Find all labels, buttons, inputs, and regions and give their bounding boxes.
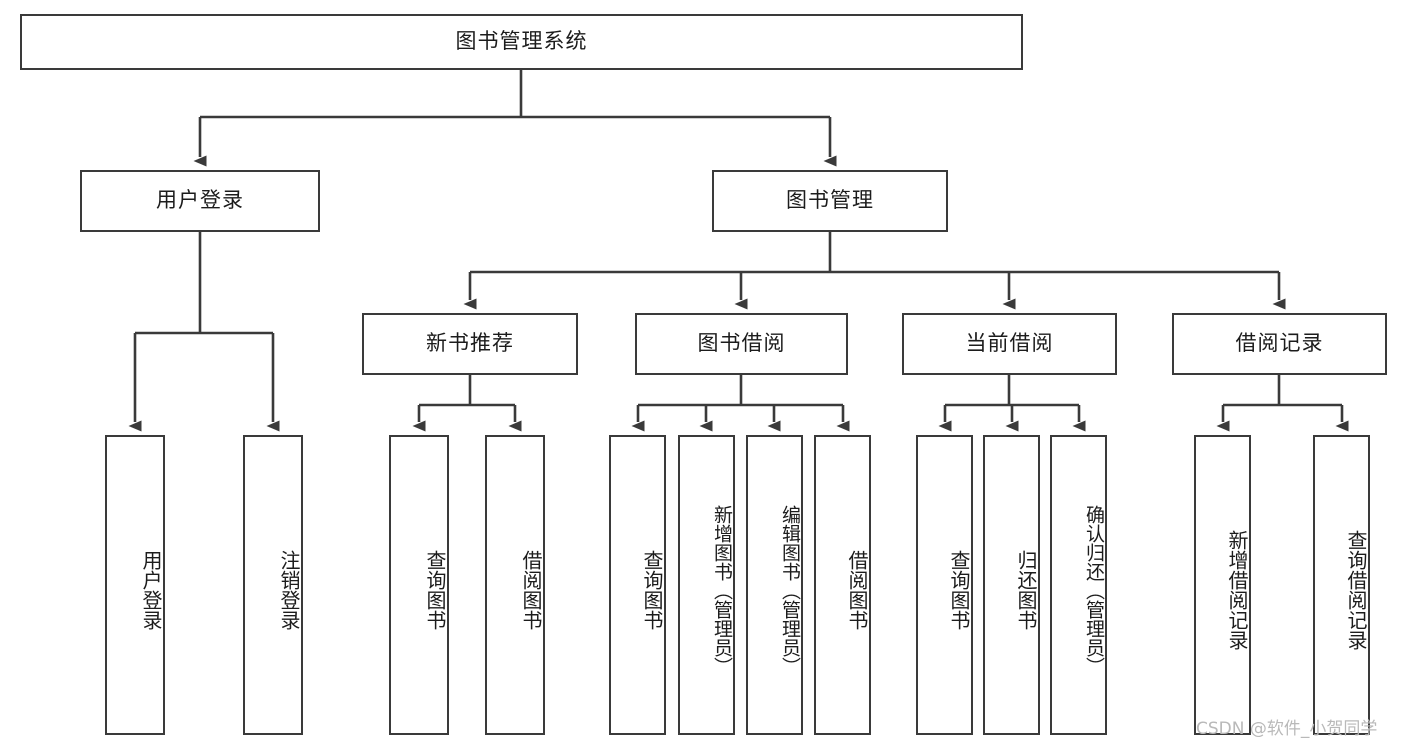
node-label: 归还图书 xyxy=(1014,550,1038,630)
node-label: 查询借阅记录 xyxy=(1344,530,1368,650)
leaf-node-logout[interactable]: 注销登录 xyxy=(243,435,303,735)
leaf-node-query-book-borrow[interactable]: 查询图书 xyxy=(609,435,666,735)
leaf-node-query-book-recommend[interactable]: 查询图书 xyxy=(389,435,449,735)
node-current-borrow[interactable]: 当前借阅 xyxy=(902,313,1117,375)
node-label: 确认归还（管理员） xyxy=(1083,504,1105,676)
node-label: 查询图书 xyxy=(640,550,664,630)
leaf-node-query-book-current[interactable]: 查询图书 xyxy=(916,435,973,735)
node-label: 新增图书（管理员） xyxy=(711,504,733,676)
leaf-node-borrow-book-recommend[interactable]: 借阅图书 xyxy=(485,435,545,735)
node-label: 借阅图书 xyxy=(519,550,543,630)
leaf-node-query-borrow-record[interactable]: 查询借阅记录 xyxy=(1313,435,1370,735)
node-label: 注销登录 xyxy=(277,550,301,630)
node-label: 新增借阅记录 xyxy=(1225,530,1249,650)
csdn-watermark: CSDN @软件_小贺同学 xyxy=(1196,719,1378,739)
node-label: 借阅图书 xyxy=(845,550,869,630)
leaf-node-borrow-book[interactable]: 借阅图书 xyxy=(814,435,871,735)
leaf-node-user-login[interactable]: 用户登录 xyxy=(105,435,165,735)
node-new-book-recommend[interactable]: 新书推荐 xyxy=(362,313,578,375)
node-book-borrow[interactable]: 图书借阅 xyxy=(635,313,848,375)
node-label: 当前借阅 xyxy=(965,331,1054,356)
leaf-node-edit-book-admin[interactable]: 编辑图书（管理员） xyxy=(746,435,803,735)
node-label: 用户登录 xyxy=(156,188,244,213)
leaf-node-confirm-return-admin[interactable]: 确认归还（管理员） xyxy=(1050,435,1107,735)
node-root-book-management-system[interactable]: 图书管理系统 xyxy=(20,14,1023,70)
node-label: 图书管理系统 xyxy=(455,29,588,54)
node-label: 借阅记录 xyxy=(1235,331,1324,356)
node-label: 用户登录 xyxy=(139,550,163,630)
node-label: 图书借阅 xyxy=(697,331,786,356)
node-label: 新书推荐 xyxy=(426,331,514,356)
leaf-node-return-book[interactable]: 归还图书 xyxy=(983,435,1040,735)
leaf-node-add-borrow-record[interactable]: 新增借阅记录 xyxy=(1194,435,1251,735)
node-user-login[interactable]: 用户登录 xyxy=(80,170,320,232)
leaf-node-add-book-admin[interactable]: 新增图书（管理员） xyxy=(678,435,735,735)
node-label: 编辑图书（管理员） xyxy=(779,504,801,676)
node-label: 查询图书 xyxy=(423,550,447,630)
node-label: 查询图书 xyxy=(947,550,971,630)
node-label: 图书管理 xyxy=(786,188,874,213)
node-borrow-record[interactable]: 借阅记录 xyxy=(1172,313,1387,375)
node-book-management[interactable]: 图书管理 xyxy=(712,170,948,232)
